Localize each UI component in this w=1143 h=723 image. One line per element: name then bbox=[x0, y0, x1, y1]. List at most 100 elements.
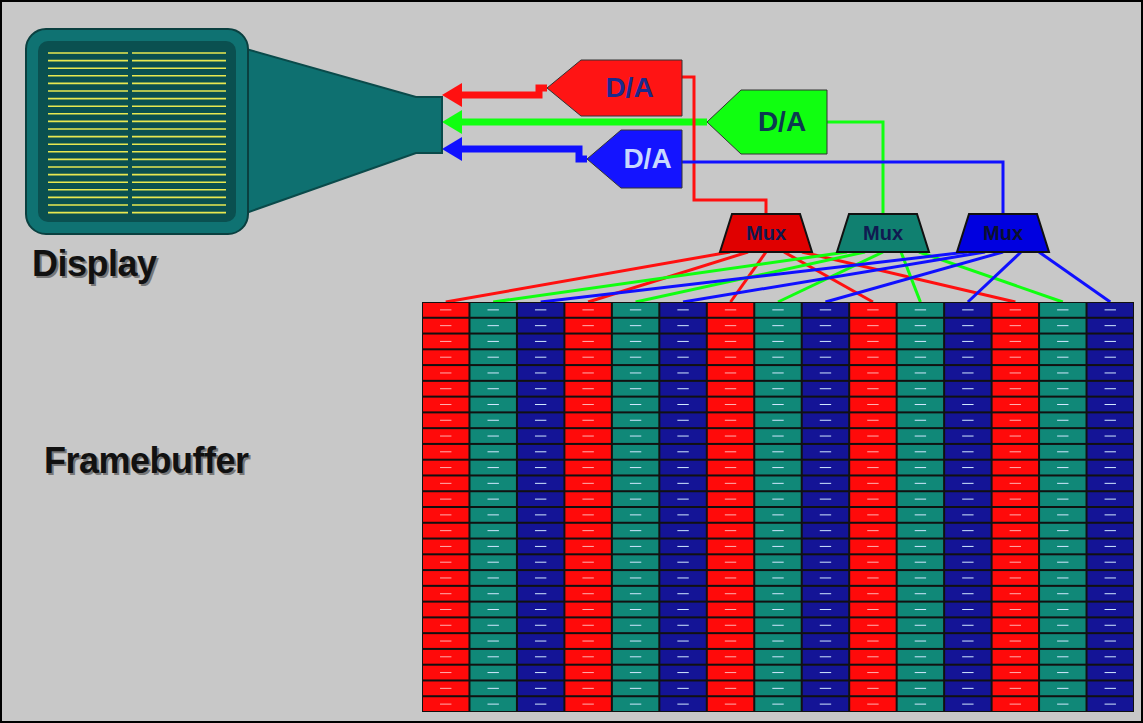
memory-cell bbox=[898, 413, 943, 427]
memory-cell bbox=[708, 603, 753, 617]
cell-mark bbox=[488, 514, 499, 515]
memory-cell bbox=[1040, 429, 1085, 443]
memory-cell bbox=[755, 634, 800, 648]
memory-cell bbox=[660, 413, 705, 427]
memory-cell bbox=[803, 540, 848, 554]
cell-mark bbox=[1010, 499, 1021, 500]
memory-cell bbox=[1088, 303, 1133, 317]
cell-mark bbox=[962, 372, 973, 373]
cell-mark bbox=[440, 625, 451, 626]
memory-cell bbox=[660, 429, 705, 443]
cell-mark bbox=[677, 546, 688, 547]
cell-mark bbox=[725, 467, 736, 468]
cell-mark bbox=[820, 530, 831, 531]
cell-mark bbox=[725, 325, 736, 326]
memory-cell bbox=[755, 587, 800, 601]
cell-mark bbox=[630, 451, 641, 452]
wire-line bbox=[827, 122, 883, 214]
cell-mark bbox=[630, 641, 641, 642]
cell-mark bbox=[820, 672, 831, 673]
memory-cell bbox=[945, 540, 990, 554]
cell-mark bbox=[725, 688, 736, 689]
memory-cell bbox=[423, 319, 468, 333]
cell-mark bbox=[1010, 625, 1021, 626]
memory-cell bbox=[1040, 398, 1085, 412]
cell-mark bbox=[962, 641, 973, 642]
memory-cell bbox=[850, 618, 895, 632]
memory-cell bbox=[423, 540, 468, 554]
cell-mark bbox=[677, 562, 688, 563]
memory-cell bbox=[565, 650, 610, 664]
memory-cell bbox=[518, 445, 563, 459]
memory-cell bbox=[803, 350, 848, 364]
cell-mark bbox=[582, 672, 593, 673]
cell-mark bbox=[677, 372, 688, 373]
cell-mark bbox=[1057, 656, 1068, 657]
memory-cell bbox=[898, 603, 943, 617]
cell-mark bbox=[820, 436, 831, 437]
cell-mark bbox=[677, 514, 688, 515]
memory-cell bbox=[470, 681, 515, 695]
cell-mark bbox=[1010, 309, 1021, 310]
cell-mark bbox=[962, 309, 973, 310]
memory-cell bbox=[803, 587, 848, 601]
memory-cell bbox=[1088, 603, 1133, 617]
memory-cell bbox=[518, 571, 563, 585]
memory-cell bbox=[613, 587, 658, 601]
cell-mark bbox=[772, 451, 783, 452]
cell-mark bbox=[582, 372, 593, 373]
cell-mark bbox=[725, 656, 736, 657]
scan-line bbox=[132, 151, 226, 153]
cell-mark bbox=[630, 656, 641, 657]
memory-cell bbox=[423, 335, 468, 349]
memory-cell bbox=[1040, 618, 1085, 632]
mux-body bbox=[837, 214, 929, 252]
memory-cell bbox=[423, 492, 468, 506]
memory-cell bbox=[755, 571, 800, 585]
memory-cell bbox=[803, 445, 848, 459]
memory-cell bbox=[423, 303, 468, 317]
cell-mark bbox=[488, 499, 499, 500]
mux-body bbox=[957, 214, 1049, 252]
cell-mark bbox=[772, 577, 783, 578]
cell-mark bbox=[867, 467, 878, 468]
cell-mark bbox=[1057, 420, 1068, 421]
cell-mark bbox=[630, 672, 641, 673]
cell-mark bbox=[630, 341, 641, 342]
dac-converter: D/A bbox=[707, 90, 827, 154]
memory-cell bbox=[518, 524, 563, 538]
cell-mark bbox=[915, 357, 926, 358]
cell-mark bbox=[488, 656, 499, 657]
cell-mark bbox=[677, 593, 688, 594]
memory-cell bbox=[660, 398, 705, 412]
cell-mark bbox=[962, 562, 973, 563]
memory-cell bbox=[803, 413, 848, 427]
memory-cell bbox=[423, 634, 468, 648]
cell-mark bbox=[772, 483, 783, 484]
cell-mark bbox=[725, 530, 736, 531]
cell-mark bbox=[488, 372, 499, 373]
cell-mark bbox=[488, 467, 499, 468]
cell-mark bbox=[725, 609, 736, 610]
memory-cell bbox=[470, 429, 515, 443]
memory-cell bbox=[1088, 571, 1133, 585]
cell-mark bbox=[535, 309, 546, 310]
memory-cell bbox=[898, 366, 943, 380]
memory-cell bbox=[613, 366, 658, 380]
memory-cell bbox=[850, 350, 895, 364]
memory-cell bbox=[993, 634, 1038, 648]
memory-cell bbox=[518, 618, 563, 632]
memory-cell bbox=[898, 587, 943, 601]
memory-cell bbox=[993, 429, 1038, 443]
cell-mark bbox=[488, 341, 499, 342]
cell-mark bbox=[820, 467, 831, 468]
memory-cell bbox=[993, 666, 1038, 680]
memory-cell bbox=[898, 571, 943, 585]
cell-mark bbox=[962, 688, 973, 689]
memory-cell bbox=[850, 666, 895, 680]
cell-mark bbox=[488, 704, 499, 705]
memory-cell bbox=[565, 540, 610, 554]
cell-mark bbox=[1010, 357, 1021, 358]
scan-line bbox=[132, 159, 226, 161]
